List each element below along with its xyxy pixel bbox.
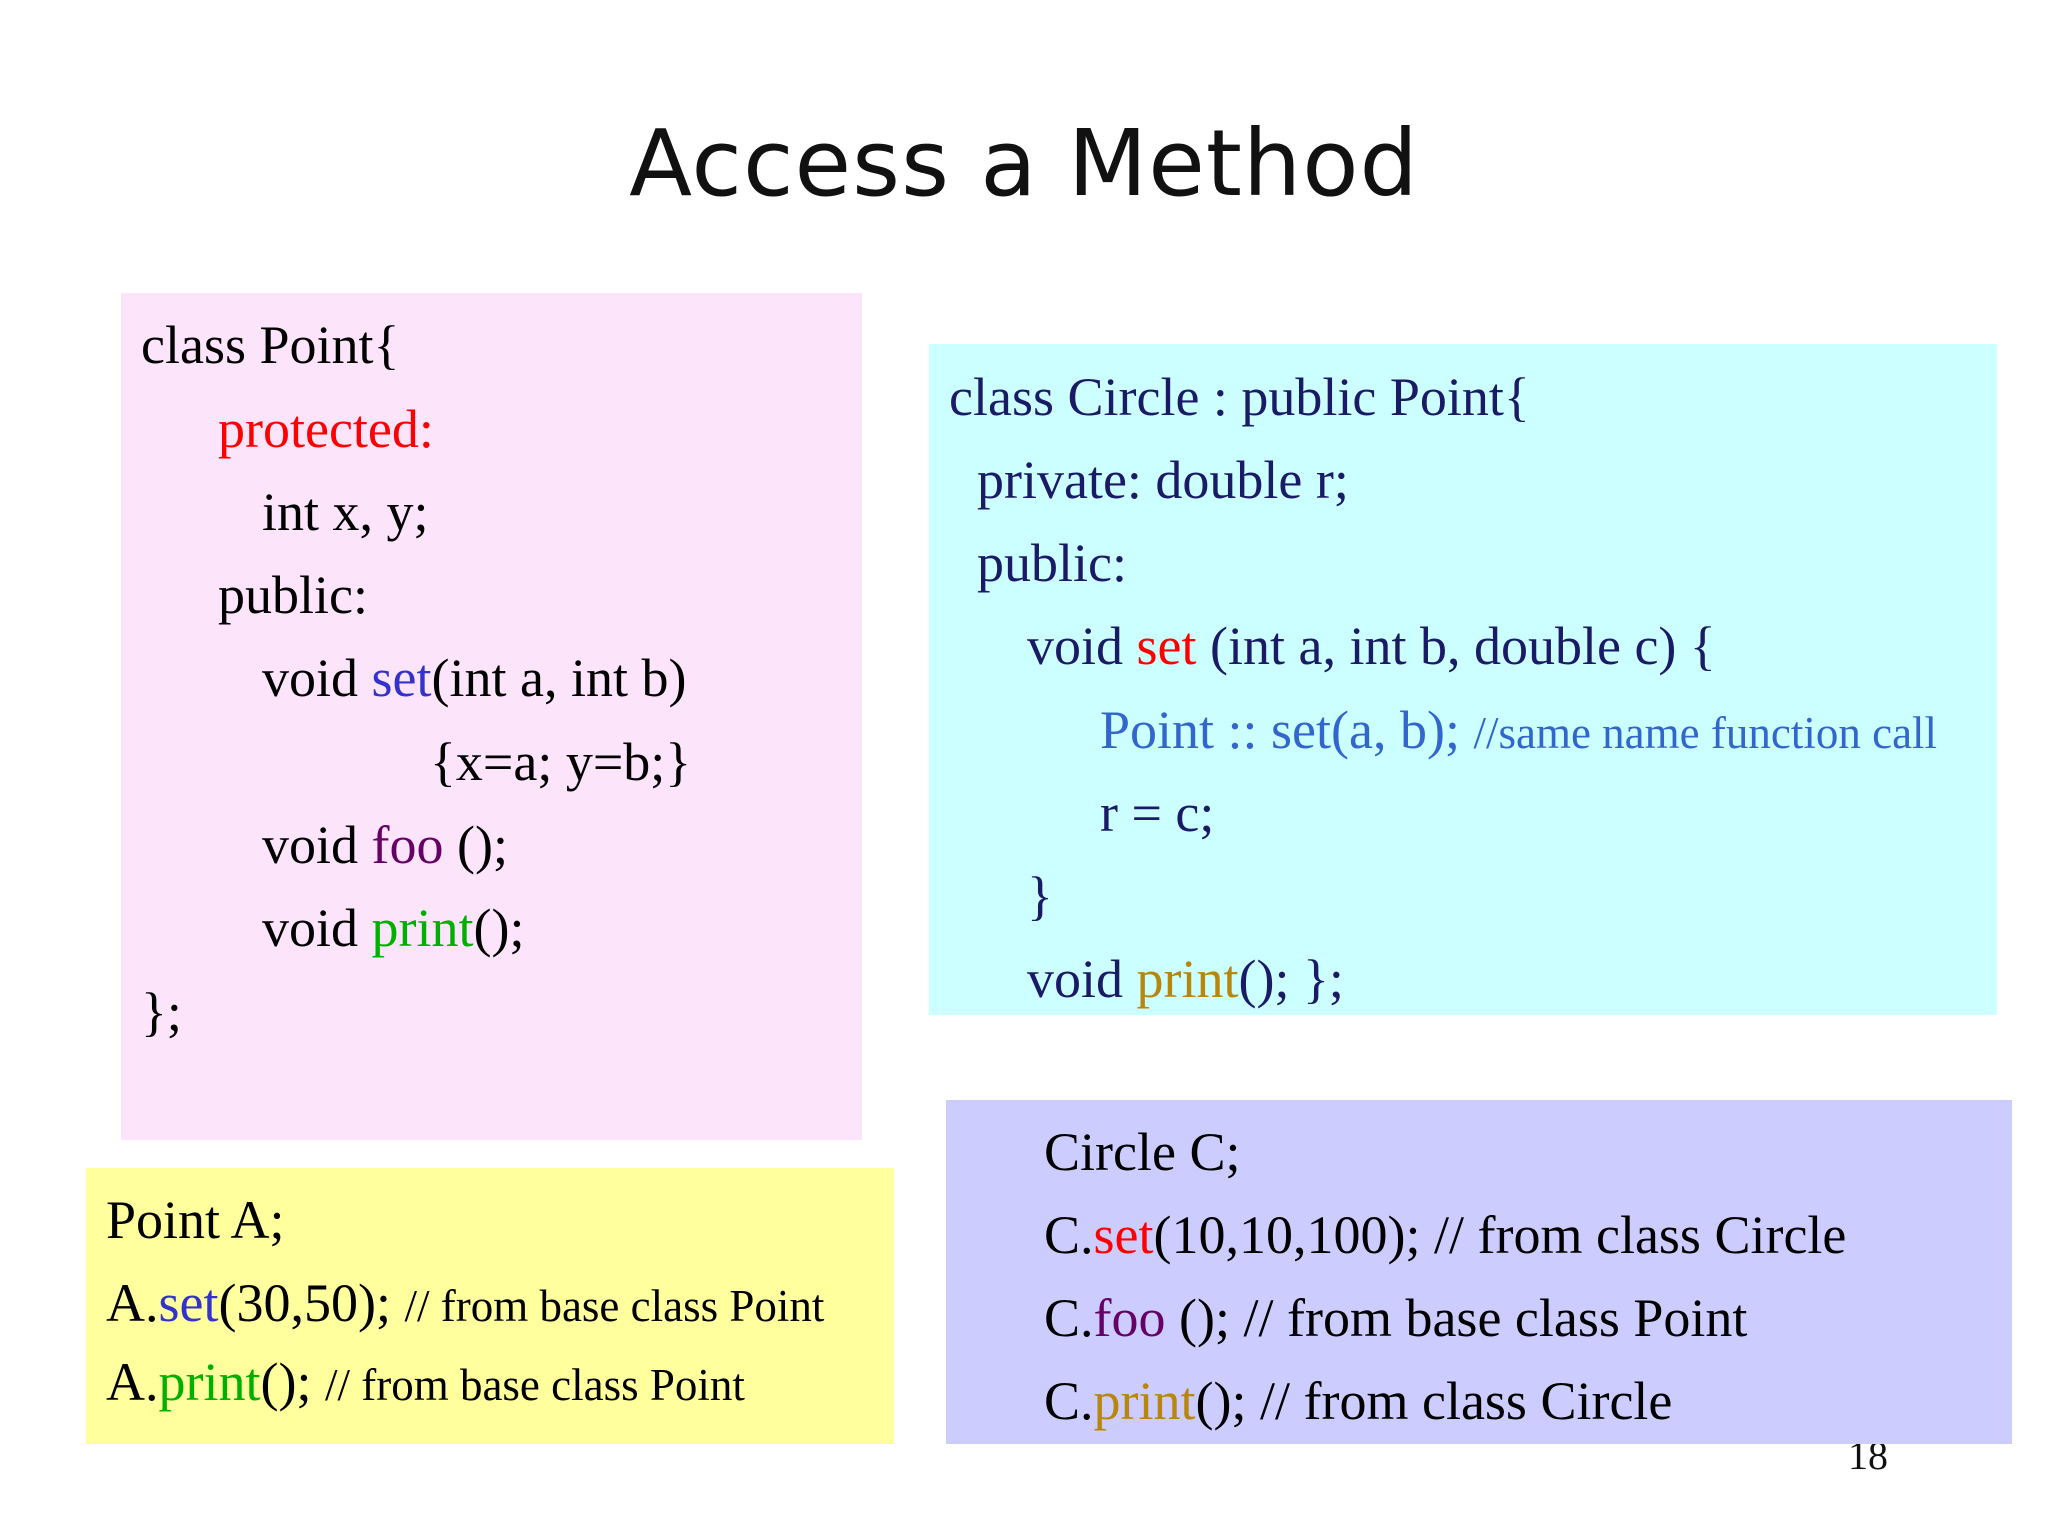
- print-comment: // from base class Point: [324, 1360, 745, 1410]
- circle-class-box: [929, 344, 1997, 1015]
- point-foo-declaration: void foo ();: [262, 818, 508, 872]
- circle-set-call: C.set(10,10,100); // from class Circle: [1044, 1208, 1846, 1262]
- point-set-call: A.set(30,50); // from base class Point: [106, 1276, 824, 1330]
- set-params: (int a, int b): [431, 648, 687, 708]
- print-method-name: print: [158, 1352, 261, 1412]
- circle-base-call: Point :: set(a, b); //same name function…: [1100, 703, 1937, 757]
- print-method-name: print: [1136, 949, 1239, 1009]
- set-params: (int a, int b, double c) {: [1196, 616, 1716, 676]
- point-print-declaration: void print();: [262, 901, 524, 955]
- void-keyword: void: [1027, 616, 1137, 676]
- point-class-close: };: [141, 982, 182, 1042]
- circle-usage-box: [946, 1100, 2012, 1444]
- circle-set-close: }: [1027, 866, 1053, 926]
- point-usage-box: [86, 1168, 894, 1444]
- point-print-call: A.print(); // from base class Point: [106, 1355, 745, 1409]
- set-method-name: set: [158, 1273, 219, 1333]
- foo-method-name: foo: [1093, 1288, 1166, 1348]
- circle-set-declaration: void set (int a, int b, double c) {: [1027, 619, 1716, 673]
- circle-private-line: private: double r;: [977, 450, 1349, 510]
- call-comment: //same name function call: [1473, 708, 1938, 758]
- point-public-label: public:: [218, 565, 368, 625]
- foo-method-name: foo: [371, 815, 444, 875]
- circle-class-header: class Circle : public Point{: [949, 367, 1530, 427]
- point-object-declaration: Point A;: [106, 1190, 285, 1250]
- set-method-name: set: [1093, 1205, 1154, 1265]
- set-method-name: set: [1136, 616, 1197, 676]
- point-class-box: [121, 293, 862, 1140]
- void-keyword: void: [262, 815, 372, 875]
- base-set-call: Point :: set(a, b);: [1100, 700, 1474, 760]
- print-params: (); };: [1238, 949, 1344, 1009]
- circle-assign: r = c;: [1100, 783, 1215, 843]
- set-method-name: set: [371, 648, 432, 708]
- point-members: int x, y;: [262, 482, 429, 542]
- print-params: ();: [473, 898, 525, 958]
- set-args: (30,50);: [218, 1273, 405, 1333]
- point-set-declaration: void set(int a, int b): [262, 651, 686, 705]
- circle-public-label: public:: [977, 533, 1127, 593]
- object-name: C.: [1044, 1205, 1094, 1265]
- circle-print-declaration: void print(); };: [1027, 952, 1344, 1006]
- print-method-name: print: [1093, 1371, 1196, 1431]
- circle-foo-call: C.foo (); // from base class Point: [1044, 1291, 1747, 1345]
- void-keyword: void: [262, 648, 372, 708]
- print-method-name: print: [371, 898, 474, 958]
- object-name: A.: [106, 1273, 159, 1333]
- slide-title: Access a Method: [629, 110, 1419, 217]
- set-args-comment: (10,10,100); // from class Circle: [1153, 1205, 1847, 1265]
- circle-object-declaration: Circle C;: [1044, 1122, 1241, 1182]
- print-args-comment: (); // from class Circle: [1195, 1371, 1673, 1431]
- point-set-body: {x=a; y=b;}: [430, 732, 692, 792]
- print-args: ();: [260, 1352, 325, 1412]
- object-name: C.: [1044, 1288, 1094, 1348]
- point-protected-label: protected:: [218, 399, 434, 459]
- void-keyword: void: [262, 898, 372, 958]
- void-keyword: void: [1027, 949, 1137, 1009]
- point-class-header: class Point{: [141, 315, 400, 375]
- foo-params: ();: [443, 815, 508, 875]
- object-name: A.: [106, 1352, 159, 1412]
- foo-args-comment: (); // from base class Point: [1165, 1288, 1748, 1348]
- circle-print-call: C.print(); // from class Circle: [1044, 1374, 1672, 1428]
- object-name: C.: [1044, 1371, 1094, 1431]
- set-comment: // from base class Point: [404, 1281, 825, 1331]
